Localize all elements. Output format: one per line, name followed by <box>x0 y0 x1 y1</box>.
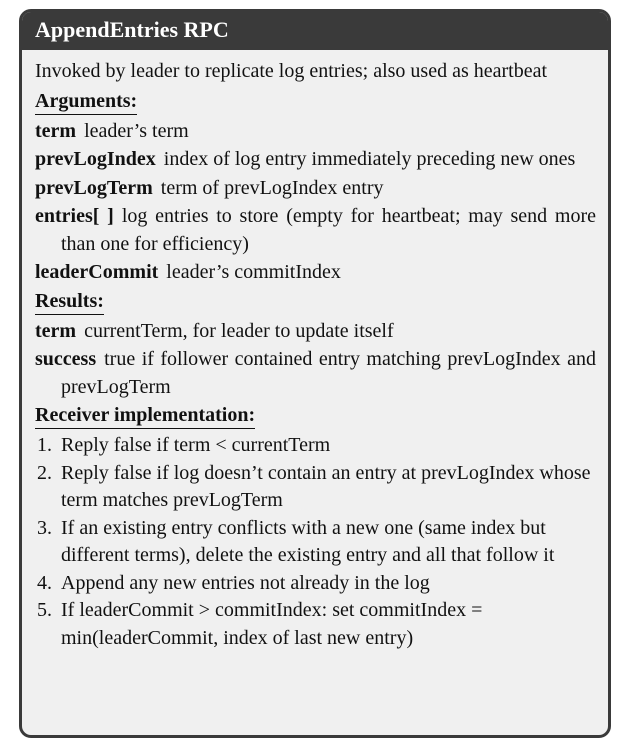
results-list: term currentTerm, for leader to update it… <box>35 318 596 402</box>
step-number: 4. <box>37 571 52 594</box>
argument-item: prevLogTerm term of prevLogIndex entry <box>35 175 596 203</box>
argument-desc: leader’s term <box>84 119 189 142</box>
argument-term: prevLogIndex <box>35 148 156 170</box>
step-number: 3. <box>37 516 52 539</box>
receiver-step: 4. Append any new entries not already in … <box>35 570 596 598</box>
argument-desc: leader’s commitIndex <box>166 261 341 283</box>
intro-text: Invoked by leader to replicate log entri… <box>35 60 548 82</box>
step-text: Append any new entries not already in th… <box>61 571 430 594</box>
result-item: term currentTerm, for leader to update it… <box>35 318 596 346</box>
receiver-step: 3. If an existing entry conflicts with a … <box>35 515 596 570</box>
step-number: 1. <box>37 434 52 456</box>
card-title: AppendEntries RPC <box>22 12 608 50</box>
argument-desc: term of prevLogIndex entry <box>160 176 384 199</box>
step-text: Reply false if term < currentTerm <box>61 434 331 456</box>
argument-term: prevLogTerm <box>35 176 153 199</box>
arguments-heading: Arguments: <box>35 89 138 115</box>
argument-desc: index of log entry immediately preceding… <box>163 148 576 170</box>
rpc-card: AppendEntries RPC Invoked by leader to r… <box>19 9 611 738</box>
step-text: Reply false if log doesn’t contain an en… <box>61 461 591 512</box>
argument-item: entries[ ]log entries to store (empty fo… <box>35 203 596 258</box>
step-number: 5. <box>37 599 52 621</box>
result-term: term <box>35 319 77 342</box>
receiver-steps: 1. Reply false if term < currentTerm 2. Re… <box>35 432 596 652</box>
card-content: Invoked by leader to replicate log entri… <box>22 50 608 652</box>
receiver-step: 1. Reply false if term < currentTerm <box>35 432 596 460</box>
result-term: success <box>35 348 97 370</box>
arguments-list: term leader’s term prevLogIndex index of l… <box>35 118 596 287</box>
receiver-step: 2. Reply false if log doesn’t contain an … <box>35 460 596 515</box>
argument-item: prevLogIndex index of log entry immediate… <box>35 146 596 174</box>
argument-term: term <box>35 119 77 142</box>
argument-term: entries[ ] <box>35 205 114 227</box>
receiver-heading: Receiver implementation: <box>35 403 256 429</box>
argument-item: leaderCommit leader’s commitIndex <box>35 259 596 287</box>
argument-term: leaderCommit <box>35 261 159 283</box>
step-text: If an existing entry conflicts with a ne… <box>61 516 555 567</box>
argument-item: term leader’s term <box>35 118 596 146</box>
argument-desc: log entries to store (empty for heartbea… <box>61 205 597 255</box>
results-heading: Results: <box>35 289 104 315</box>
result-desc: true if follower contained entry matchin… <box>61 348 596 398</box>
step-text: If leaderCommit > commitIndex: set commi… <box>61 599 483 649</box>
step-number: 2. <box>37 461 52 484</box>
receiver-step: 5. If leaderCommit > commitIndex: set com… <box>35 597 596 652</box>
result-desc: currentTerm, for leader to update itself <box>84 319 394 342</box>
